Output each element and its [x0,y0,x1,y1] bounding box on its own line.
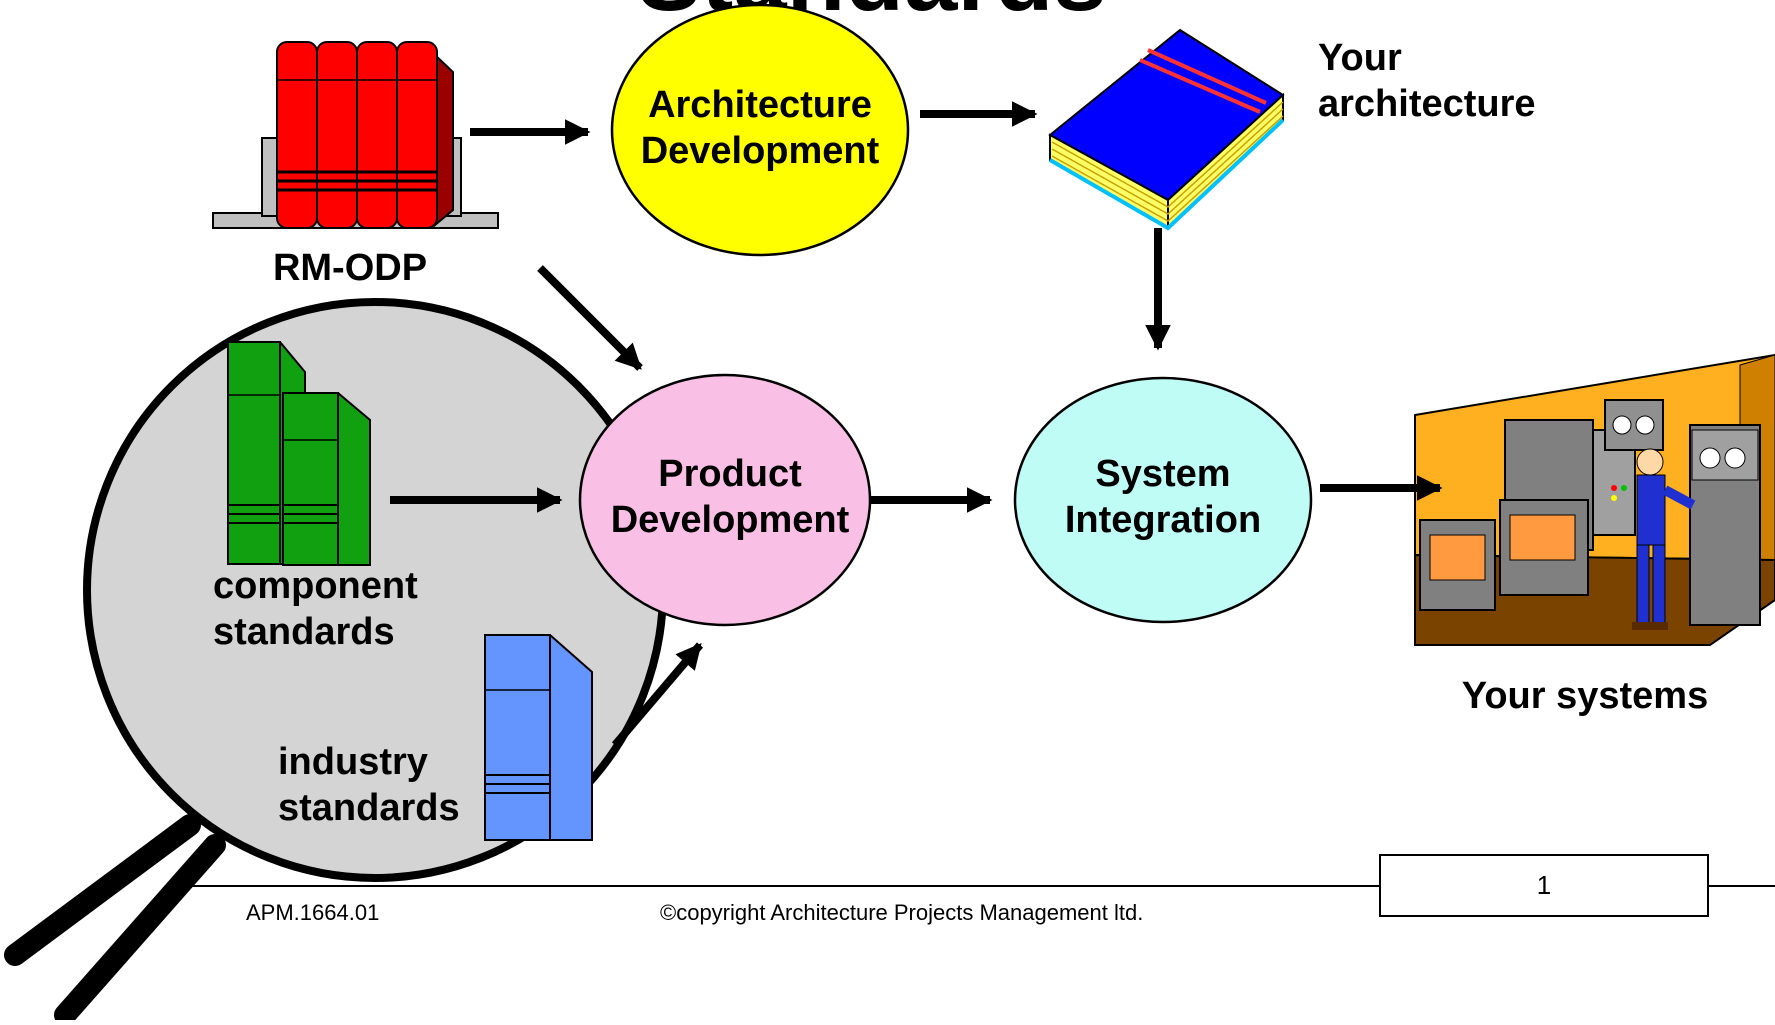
industry-standards-line2: standards [278,786,460,829]
system-integration-line1: System [1095,453,1231,495]
your-systems-label: Your systems [1461,675,1709,717]
architecture-development-label: Architecture Development [620,83,900,174]
product-development-line1: Product [658,453,802,495]
product-development-label: Product Development [585,452,875,543]
industry-standards-label: industry standards [278,740,460,831]
industry-standards-book-icon [484,634,593,841]
your-architecture-line1: Your [1318,37,1402,79]
architecture-development-node [610,3,910,257]
rm-odp-books-icon [212,41,499,229]
page-number: 1 [1536,870,1552,900]
page-number-box [1379,854,1709,917]
architecture-book-icon [1048,28,1285,231]
architecture-development-line2: Development [640,129,880,172]
product-development-line2: Development [610,498,850,541]
component-standards-books-icon [227,341,371,566]
computer-room-icon [1414,353,1775,646]
component-standards-label: component standards [213,564,418,655]
component-standards-line2: standards [213,610,395,653]
industry-standards-line1: industry [278,741,428,783]
system-integration-line2: Integration [1064,498,1262,541]
rm-odp-label: RM-ODP [272,247,428,289]
system-integration-label: System Integration [1023,452,1303,543]
arrow-rmodp-to-product [537,265,643,371]
your-architecture-line2: architecture [1318,82,1536,125]
system-integration-node [1013,376,1313,624]
footer-copyright: ©copyright Architecture Projects Managem… [660,900,1144,925]
component-standards-line1: component [213,565,418,607]
operator-figure-icon [1632,448,1696,630]
your-architecture-label: Your architecture [1318,36,1536,127]
footer-doc-id: APM.1664.01 [246,900,380,925]
architecture-development-line1: Architecture [648,84,872,126]
arrow-industry-to-product [611,642,704,748]
